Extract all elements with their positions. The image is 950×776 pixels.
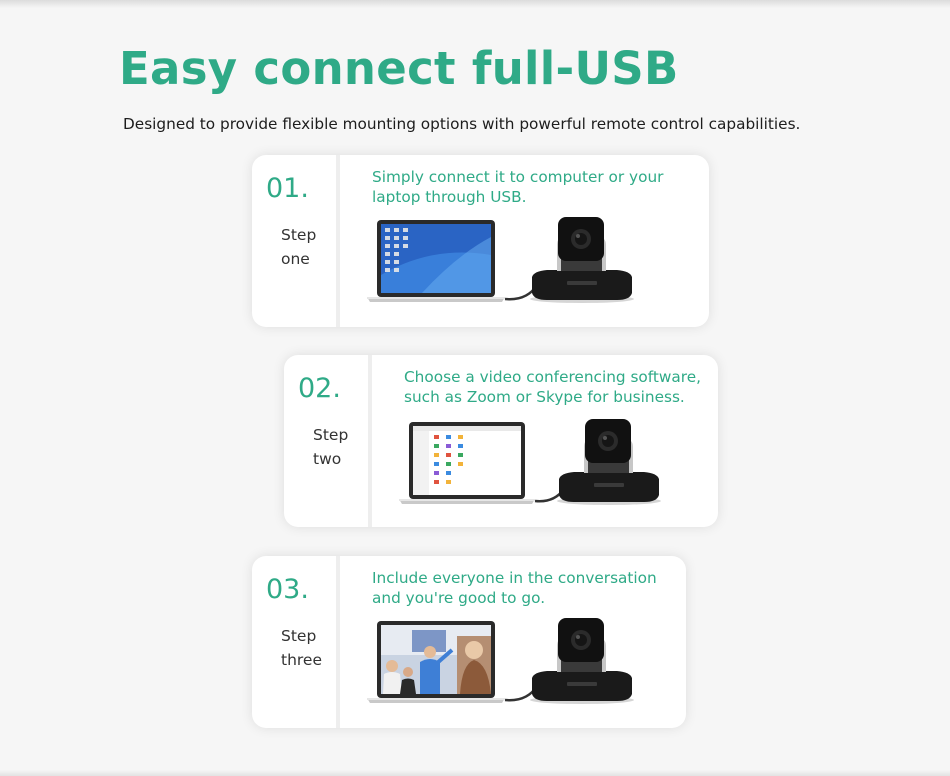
step-number: 02. xyxy=(298,373,341,404)
card-divider xyxy=(336,155,340,327)
step-description-line: and you're good to go. xyxy=(372,588,546,607)
step-number: 01. xyxy=(266,173,309,204)
step-description-line: Choose a video conferencing software, xyxy=(404,368,702,386)
camera-icon xyxy=(557,419,661,505)
step-description: Simply connect it to computer or your la… xyxy=(372,168,702,207)
step-number: 03. xyxy=(266,574,309,605)
step-label: Step two xyxy=(313,423,373,471)
step-number-panel: 01. Step one xyxy=(252,155,336,327)
step-label-word: Step xyxy=(281,627,317,645)
step-card-two: 02. Step two Choose a video conferencing… xyxy=(284,355,718,527)
card-divider xyxy=(336,556,340,728)
laptop-icon xyxy=(367,220,505,302)
page-title: Easy connect full-USB xyxy=(119,42,679,95)
step-description-line: Simply connect it to computer or your xyxy=(372,168,664,186)
step-label-ordinal: one xyxy=(281,250,310,268)
laptop-and-camera-illustration xyxy=(367,618,634,704)
camera-icon xyxy=(530,217,634,303)
step-label-word: Step xyxy=(281,226,317,244)
laptop-icon xyxy=(367,621,505,703)
laptop-and-camera-illustration xyxy=(399,419,661,505)
step-label: Step three xyxy=(281,624,341,672)
laptop-icon xyxy=(399,422,535,504)
step-description: Choose a video conferencing software, su… xyxy=(404,368,734,407)
card-divider xyxy=(368,355,372,527)
step-card-one: 01. Step one Simply connect it to comput… xyxy=(252,155,709,327)
step-description-line: laptop through USB. xyxy=(372,187,527,206)
bottom-shadow-band xyxy=(0,770,950,776)
laptop-and-camera-illustration xyxy=(367,217,634,303)
step-description: Include everyone in the conversation and… xyxy=(372,569,702,608)
step-label-ordinal: two xyxy=(313,450,342,468)
step-label-word: Step xyxy=(313,426,349,444)
step-description-line: such as Zoom or Skype for business. xyxy=(404,387,685,406)
step-card-three: 03. Step three Include everyone in the c… xyxy=(252,556,686,728)
step-number-panel: 02. Step two xyxy=(284,355,368,527)
step-number-panel: 03. Step three xyxy=(252,556,336,728)
step-label-ordinal: three xyxy=(281,651,323,669)
top-shadow-band xyxy=(0,0,950,8)
page-subtitle: Designed to provide flexible mounting op… xyxy=(123,115,801,133)
step-description-line: Include everyone in the conversation xyxy=(372,569,657,587)
step-label: Step one xyxy=(281,223,341,271)
camera-icon xyxy=(530,618,634,704)
